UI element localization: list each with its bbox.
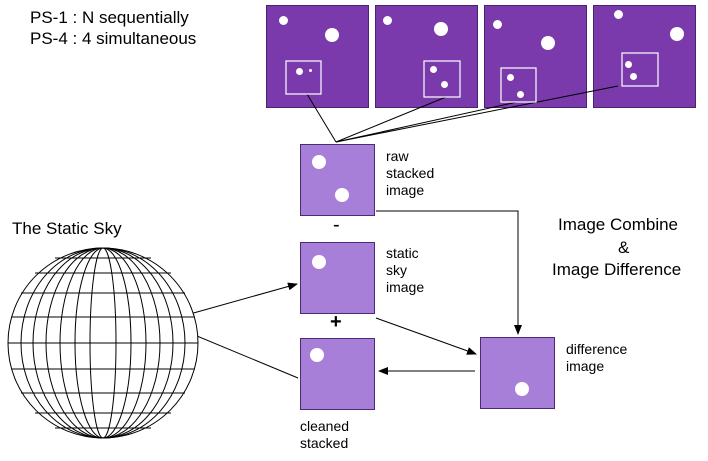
exposure-frame-2 [375, 5, 478, 108]
star [441, 81, 448, 88]
star [515, 382, 529, 396]
raw-label-3: image [386, 182, 425, 198]
combine-title-2: & [618, 238, 630, 257]
raw-label-1: raw [386, 148, 409, 164]
star [312, 255, 326, 269]
raw-stacked-image [300, 144, 375, 216]
static-label-3: image [386, 279, 425, 295]
header-line-ps1: PS-1 : N sequentially [30, 8, 189, 27]
exposure-frame-4 [593, 5, 696, 108]
combine-title-3: Image Difference [552, 260, 682, 279]
star [625, 61, 632, 68]
star [279, 16, 288, 25]
star [325, 28, 339, 42]
star [541, 36, 555, 50]
star [383, 16, 392, 25]
stack-connector-lines [306, 85, 619, 143]
header-line-ps4: PS-4 : 4 simultaneous [30, 29, 197, 48]
exposure-frame-1 [266, 5, 369, 108]
arrow-static-to-difference [375, 317, 477, 355]
cleaned-label-1: cleaned [300, 418, 350, 434]
star [309, 69, 312, 72]
difference-image [480, 337, 555, 409]
minus-sign: - [333, 214, 340, 236]
combine-title-1: Image Combine [558, 215, 679, 234]
static-sky-globe [7, 247, 199, 439]
star [296, 68, 303, 75]
raw-label-2: stacked [386, 165, 435, 181]
star [310, 348, 324, 362]
static-sky-title: The Static Sky [12, 219, 122, 238]
static-label-2: sky [386, 262, 407, 278]
star [335, 188, 349, 202]
difference-label-2: image [566, 358, 605, 374]
star [630, 73, 637, 80]
cleaned-label-2: stacked [300, 435, 349, 451]
star [670, 27, 684, 41]
star [430, 66, 437, 73]
static-sky-image [300, 242, 375, 314]
arrow-globe-to-static [189, 282, 298, 315]
star [434, 22, 448, 36]
selection-boxes [285, 52, 659, 103]
plus-sign: + [330, 311, 342, 333]
cleaned-stacked-image [300, 338, 375, 410]
star [312, 155, 326, 169]
star [493, 20, 502, 29]
star [614, 10, 623, 19]
difference-label-1: difference [566, 341, 628, 357]
arrow-raw-to-difference [376, 210, 522, 335]
static-label-1: static [386, 245, 419, 261]
star [517, 91, 524, 98]
star [507, 74, 514, 81]
